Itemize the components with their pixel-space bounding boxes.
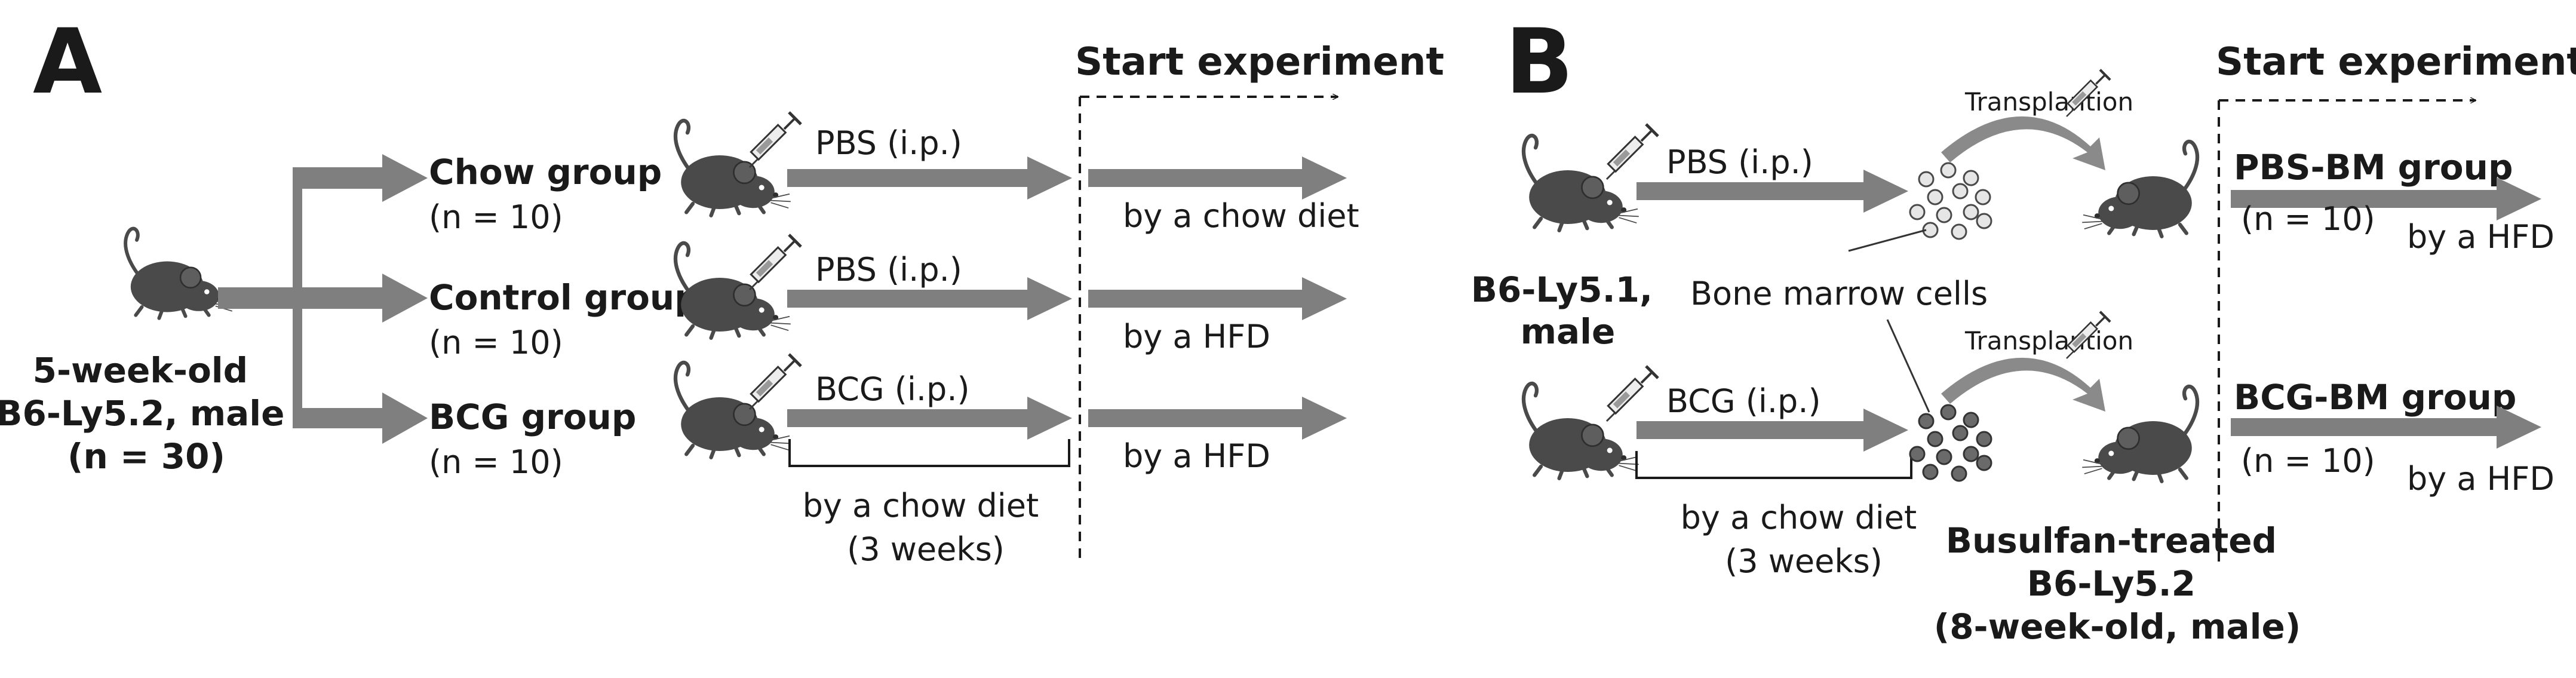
arrow-pbs-bm [2231, 177, 2541, 220]
panel-a-bracket [788, 439, 1070, 467]
panel-a-pre-diet-label: by a chow diet (3 weeks) [803, 487, 1049, 568]
diet-label-chow: by a chow diet [1123, 197, 1359, 235]
arrow-chow-post [1088, 157, 1347, 200]
group-n-bcg: (n = 10) [429, 443, 563, 481]
group-name-pbs-bm: PBS-BM group [2234, 147, 2513, 188]
transplant-arrow-pbs [1941, 116, 2105, 170]
panel-b-start-experiment: Start experiment [2216, 40, 2576, 84]
arrow-bcg-bm [2231, 406, 2541, 449]
group-name-bcg-bm: BCG-BM group [2234, 377, 2516, 418]
branch-arrow-control [218, 274, 428, 323]
syringe-icon [750, 235, 801, 290]
transplant-label-bottom: Transplantion [1964, 326, 2133, 355]
arrow-bcg-post [1088, 397, 1347, 440]
diet-label-bcg: by a HFD [1123, 437, 1270, 475]
bone-marrow-cells-label: Bone marrow cells [1690, 275, 1988, 312]
injection-label-bcg-bm: BCG (i.p.) [1666, 382, 1821, 420]
transplant-arrow-bcg [1941, 357, 2105, 412]
transplant-label-top: Transplantion [1964, 87, 2133, 116]
group-name-chow: Chow group [429, 152, 662, 192]
panel-b-bracket [1635, 451, 1912, 479]
bone-marrow-cells-bcg [1909, 404, 1992, 482]
group-n-control: (n = 10) [429, 324, 563, 361]
arrow-control-post [1088, 277, 1347, 320]
group-n-chow: (n = 10) [429, 198, 563, 236]
syringe-icon [750, 354, 801, 409]
group-n-bcg-bm: (n = 10) [2241, 442, 2375, 480]
diet-label-pbs-bm: by a HFD [2407, 218, 2554, 256]
panel-a-letter: A [33, 10, 102, 114]
syringe-icon [750, 112, 801, 167]
donor-label: B6-Ly5.1, male [1471, 269, 1665, 352]
arrow-chow-pre [787, 157, 1072, 200]
group-name-control: Control group [429, 277, 699, 318]
panel-b-pre-diet-label: by a chow diet (3 weeks) [1681, 499, 1927, 580]
arrow-bcg-pre [787, 397, 1072, 440]
injection-label-bcg: BCG (i.p.) [815, 370, 970, 408]
bone-marrow-cells-pbs [1909, 162, 1992, 240]
syringe-icon [1607, 124, 1658, 179]
panel-b-letter: B [1505, 10, 1573, 114]
arrow-control-pre [787, 277, 1072, 320]
diet-label-control: by a HFD [1123, 318, 1270, 355]
diet-label-bcg-bm: by a HFD [2407, 460, 2554, 498]
injection-label-chow: PBS (i.p.) [815, 124, 962, 162]
mouse-icon [125, 229, 234, 318]
arrow-bcg-donor [1637, 409, 1908, 452]
bm-label-leader-top [1848, 229, 1927, 252]
panel-a-start-experiment: Start experiment [1075, 40, 1444, 84]
recipient-label: Busulfan-treated B6-Ly5.2 (8-week-old, m… [1934, 520, 2301, 647]
branch-arrow-bcg [218, 287, 428, 444]
injection-label-pbs-bm: PBS (i.p.) [1666, 143, 1813, 181]
bm-label-leader-bottom [1886, 319, 1930, 413]
injection-label-control: PBS (i.p.) [815, 251, 962, 289]
group-n-pbs-bm: (n = 10) [2241, 200, 2375, 238]
arrow-pbs-donor [1637, 170, 1908, 213]
group-name-bcg: BCG group [429, 397, 636, 437]
syringe-icon [1607, 366, 1658, 421]
panel-a-source-mouse-label: 5-week-old B6-Ly5.2, male (n = 30) [0, 350, 297, 477]
